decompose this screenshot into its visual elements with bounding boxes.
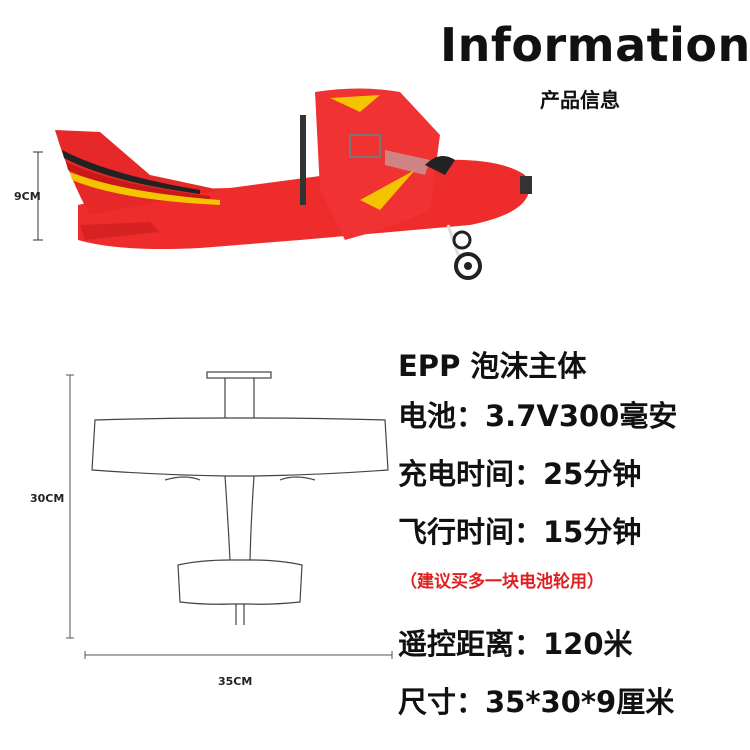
spec-battery: 电池：3.7V300毫安 bbox=[398, 399, 678, 433]
spec-range: 遥控距离：120米 bbox=[398, 627, 633, 661]
spec-material: EPP 泡沫主体 bbox=[398, 349, 587, 383]
spec-charge-time: 充电时间：25分钟 bbox=[398, 457, 642, 491]
page-subtitle: 产品信息 bbox=[540, 88, 620, 112]
spec-size: 尺寸：35*30*9厘米 bbox=[398, 685, 675, 719]
wingspan-dimension-label: 35CM bbox=[218, 675, 253, 688]
battery-note: （建议买多一块电池轮用） bbox=[400, 572, 604, 592]
page-title: Information bbox=[440, 18, 750, 72]
height-dimension-label: 9CM bbox=[14, 190, 41, 203]
spec-flight-time: 飞行时间：15分钟 bbox=[398, 515, 642, 549]
length-dimension-label: 30CM bbox=[30, 492, 65, 505]
